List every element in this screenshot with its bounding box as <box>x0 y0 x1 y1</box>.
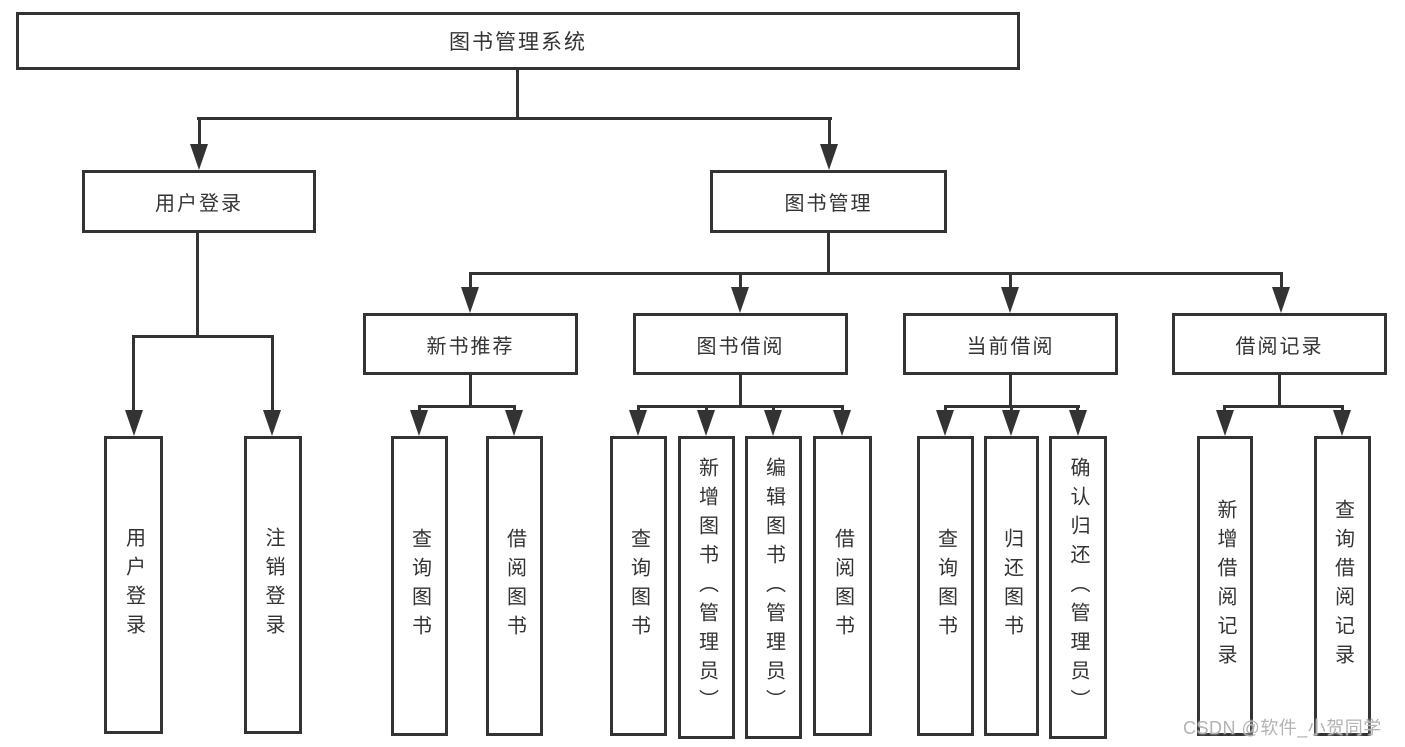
connector-line <box>132 335 274 338</box>
leaf-borrow-books-label: 借阅图书 <box>831 528 854 644</box>
arrowhead-down-icon <box>125 410 143 436</box>
leaf-edit-books-admin-label: 编辑图书（管理员） <box>762 457 785 718</box>
leaf-logout-label: 注销登录 <box>262 527 284 643</box>
arrowhead-down-icon <box>1272 287 1290 313</box>
leaf-query-borrow-record: 查询借阅记录 <box>1314 436 1371 736</box>
arrowhead-down-icon <box>1333 410 1351 436</box>
node-user-login-label: 用户登录 <box>155 193 243 215</box>
leaf-return-books: 归还图书 <box>984 436 1039 736</box>
connector-line <box>637 405 844 408</box>
connector-line <box>197 117 832 120</box>
node-book-borrow: 图书借阅 <box>633 313 848 375</box>
node-user-login: 用户登录 <box>82 170 316 233</box>
arrowhead-down-icon <box>833 410 851 436</box>
connector-line <box>516 70 519 117</box>
leaf-borrow-books-recommend-label: 借阅图书 <box>503 528 526 644</box>
leaf-query-books-current-label: 查询图书 <box>934 528 957 644</box>
leaf-borrow-books-recommend: 借阅图书 <box>486 436 543 736</box>
connector-line <box>739 275 742 289</box>
leaf-confirm-return-admin-label: 确认归还（管理员） <box>1067 457 1089 718</box>
node-book-management-label: 图书管理 <box>784 193 873 215</box>
arrowhead-down-icon <box>1001 287 1019 313</box>
connector-line <box>469 275 472 289</box>
arrowhead-down-icon <box>936 410 954 436</box>
leaf-query-books-recommend: 查询图书 <box>391 436 448 736</box>
connector-line <box>827 233 830 272</box>
node-borrow-records-label: 借阅记录 <box>1235 335 1324 358</box>
leaf-return-books-label: 归还图书 <box>1000 528 1023 644</box>
csdn-watermark: CSDN @软件_小贺同学 <box>1183 718 1382 738</box>
arrowhead-down-icon <box>410 410 428 436</box>
connector-line <box>1278 375 1281 405</box>
arrowhead-down-icon <box>1216 410 1234 436</box>
arrowhead-down-icon <box>461 287 479 313</box>
connector-line <box>1009 275 1012 289</box>
arrowhead-down-icon <box>505 410 523 436</box>
leaf-user-login-label: 用户登录 <box>122 527 145 643</box>
connector-line <box>1280 275 1283 289</box>
connector-line <box>828 120 831 148</box>
arrowhead-down-icon <box>190 144 208 170</box>
leaf-add-books-admin-label: 新增图书（管理员） <box>695 457 718 718</box>
leaf-query-books-borrow: 查询图书 <box>610 436 667 736</box>
leaf-query-books-recommend-label: 查询图书 <box>408 528 431 644</box>
connector-line <box>418 405 516 408</box>
leaf-add-borrow-record: 新增借阅记录 <box>1197 436 1253 736</box>
node-current-borrow-label: 当前借阅 <box>966 335 1055 358</box>
node-current-borrow: 当前借阅 <box>903 313 1118 375</box>
connector-line <box>1223 405 1344 408</box>
connector-line <box>271 338 274 414</box>
connector-line <box>469 272 1283 275</box>
node-new-book-recommend-label: 新书推荐 <box>426 335 515 358</box>
leaf-borrow-books: 借阅图书 <box>813 436 872 736</box>
arrowhead-down-icon <box>1002 410 1020 436</box>
arrowhead-down-icon <box>764 410 782 436</box>
node-root: 图书管理系统 <box>16 12 1020 70</box>
node-book-borrow-label: 图书借阅 <box>696 335 785 358</box>
connector-line <box>196 233 199 335</box>
leaf-add-borrow-record-label: 新增借阅记录 <box>1214 499 1236 673</box>
arrowhead-down-icon <box>820 144 838 170</box>
node-new-book-recommend: 新书推荐 <box>363 313 578 375</box>
leaf-query-books-current: 查询图书 <box>917 436 974 736</box>
leaf-confirm-return-admin: 确认归还（管理员） <box>1049 436 1107 739</box>
arrowhead-down-icon <box>697 410 715 436</box>
connector-line <box>132 338 135 414</box>
leaf-add-books-admin: 新增图书（管理员） <box>678 436 735 739</box>
connector-line <box>1009 375 1012 405</box>
connector-line <box>469 375 472 405</box>
arrowhead-down-icon <box>629 410 647 436</box>
leaf-edit-books-admin: 编辑图书（管理员） <box>745 436 802 739</box>
node-borrow-records: 借阅记录 <box>1172 313 1387 375</box>
arrowhead-down-icon <box>1069 410 1087 436</box>
leaf-user-login: 用户登录 <box>104 436 163 734</box>
node-root-label: 图书管理系统 <box>449 31 587 54</box>
leaf-logout: 注销登录 <box>244 436 302 734</box>
node-book-management: 图书管理 <box>710 170 947 233</box>
arrowhead-down-icon <box>263 410 281 436</box>
leaf-query-books-borrow-label: 查询图书 <box>627 528 650 644</box>
arrowhead-down-icon <box>731 287 749 313</box>
connector-line <box>739 375 742 405</box>
leaf-query-borrow-record-label: 查询借阅记录 <box>1331 499 1354 673</box>
connector-line <box>198 120 201 148</box>
connector-line <box>944 405 1080 408</box>
